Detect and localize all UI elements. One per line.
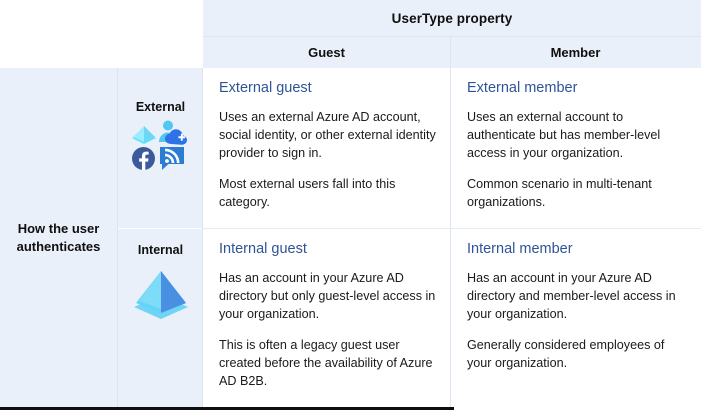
icon-column-row-divider (118, 228, 203, 229)
cell-external-member: External member Uses an external account… (451, 68, 701, 228)
row-axis-label-text: How the user authenticates (16, 220, 101, 254)
cell-title: External member (467, 80, 578, 96)
cell-internal-member: Internal member Has an account in your A… (451, 229, 701, 407)
cell-paragraph: Generally considered employees of your o… (467, 338, 665, 370)
row-group-internal-label: Internal (137, 243, 184, 257)
cell-internal-guest: Internal guest Has an account in your Az… (203, 229, 450, 407)
header-usertype-property: UserType property (203, 0, 701, 36)
header-column-member-label: Member (550, 45, 601, 60)
cell-paragraph: Most external users fall into this categ… (219, 177, 396, 209)
row-group-internal: Internal (118, 229, 203, 407)
azure-ad-icon (130, 124, 158, 155)
content-row-divider (203, 228, 701, 229)
icon-column-right-divider (202, 68, 203, 407)
header-usertype-property-label: UserType property (391, 10, 513, 26)
cell-title: Internal guest (219, 241, 307, 257)
cell-paragraph: Has an account in your Azure AD director… (467, 271, 676, 322)
row2-column-divider (450, 229, 451, 407)
microsoft-account-add-icon (158, 120, 188, 151)
row-group-external-label: External (135, 100, 186, 114)
cell-external-guest: External guest Uses an external Azure AD… (203, 68, 450, 228)
header-column-divider (450, 37, 451, 68)
frame-bottom-border (0, 407, 454, 410)
corner-blank-cell (0, 0, 203, 68)
row-group-external: External (118, 68, 203, 228)
azure-ad-icon (130, 267, 192, 330)
external-identity-icon-cluster (130, 120, 192, 170)
header-column-member: Member (450, 37, 701, 68)
icon-column-left-divider (117, 68, 118, 407)
cell-paragraph: Common scenario in multi-tenant organiza… (467, 177, 652, 209)
cell-paragraph: Uses an external account to authenticate… (467, 110, 661, 161)
row-axis-label: How the user authenticates (0, 68, 117, 407)
header-column-guest-label: Guest (308, 45, 345, 60)
cell-title: External guest (219, 80, 312, 96)
cell-paragraph: This is often a legacy guest user create… (219, 338, 433, 388)
social-identity-icon (159, 146, 185, 176)
header-column-guest: Guest (203, 37, 450, 68)
header-divider (203, 36, 701, 37)
cell-paragraph: Uses an external Azure AD account, socia… (219, 110, 436, 161)
cell-title: Internal member (467, 241, 573, 257)
facebook-icon (131, 147, 155, 175)
row1-column-divider (450, 68, 451, 228)
cell-paragraph: Has an account in your Azure AD director… (219, 271, 436, 322)
